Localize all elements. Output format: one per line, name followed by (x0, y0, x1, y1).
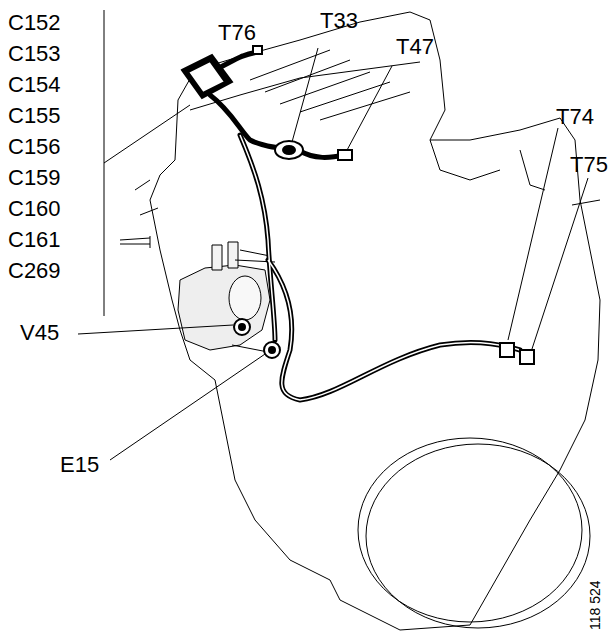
part-label: T47 (396, 36, 434, 58)
part-label: T75 (570, 154, 608, 176)
figure-number: 118 524 (588, 580, 602, 630)
part-label: C156 (8, 136, 61, 158)
part-label: C269 (8, 260, 61, 282)
part-label: C160 (8, 198, 61, 220)
part-label: T33 (320, 10, 358, 32)
part-label: C159 (8, 167, 61, 189)
part-label: C153 (8, 43, 61, 65)
part-label: C161 (8, 229, 61, 251)
part-label: T74 (556, 106, 594, 128)
part-label: C152 (8, 12, 61, 34)
part-label: E15 (60, 454, 99, 476)
part-label: C154 (8, 74, 61, 96)
part-label: C155 (8, 105, 61, 127)
part-label: T76 (218, 22, 256, 44)
part-label: V45 (20, 322, 59, 344)
